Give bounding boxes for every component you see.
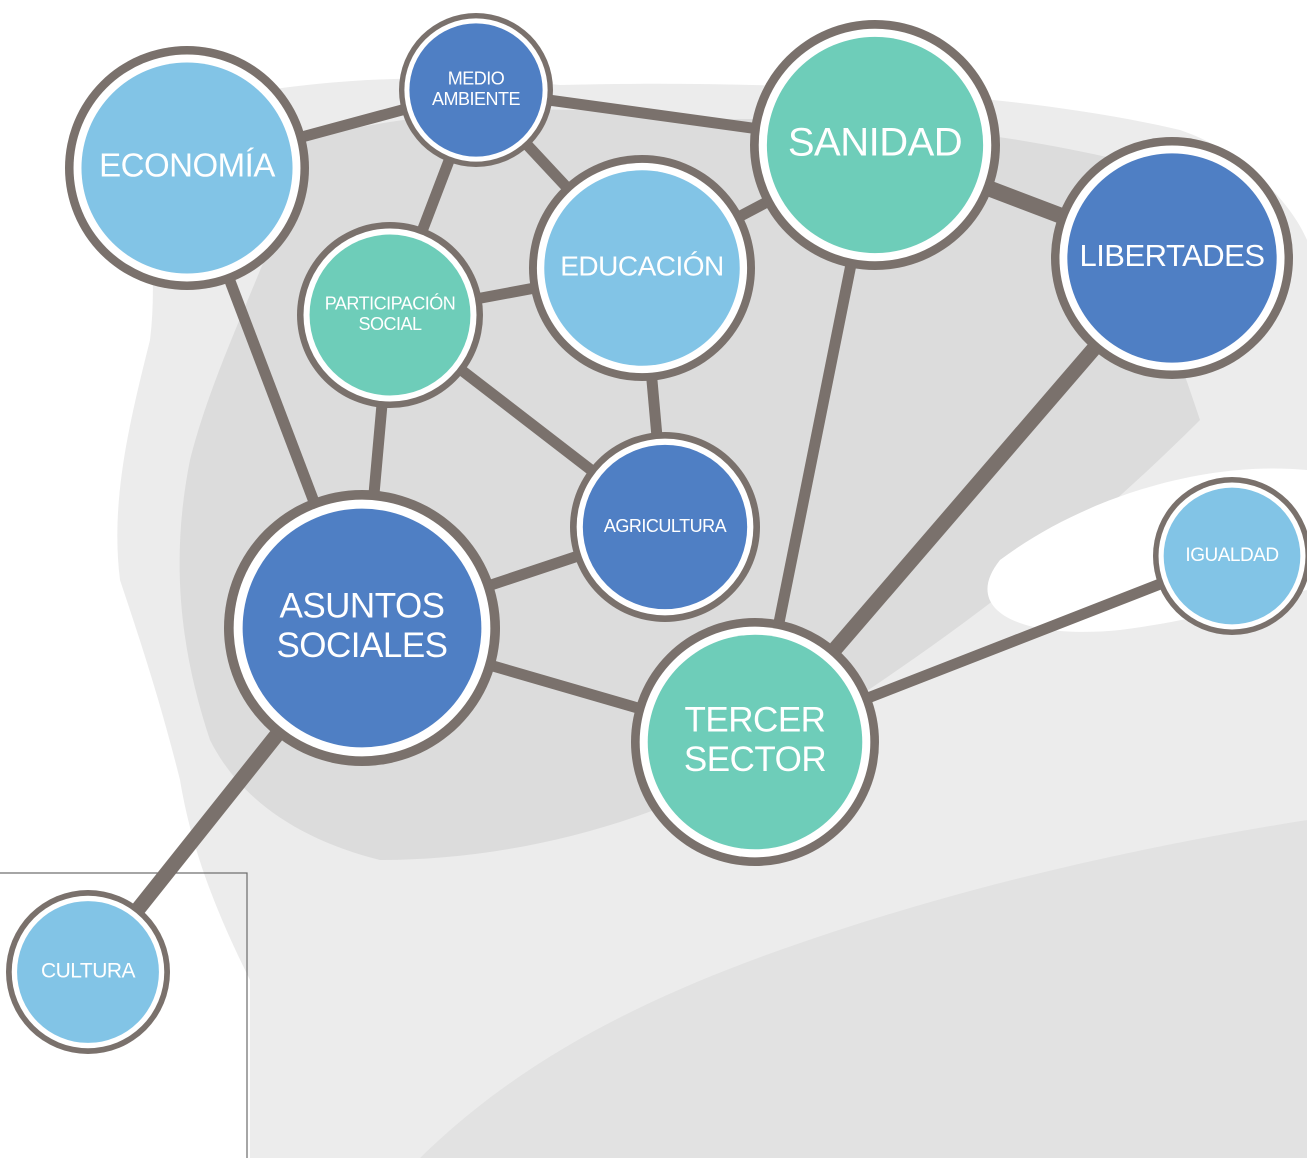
node-label: PARTICIPACIÓN [325,293,456,314]
node-agricultura: AGRICULTURA [570,432,760,622]
node-label: AGRICULTURA [604,516,727,536]
node-educacion: EDUCACIÓN [529,155,755,381]
node-disc [17,901,159,1043]
node-disc [766,36,984,254]
node-disc [81,62,293,274]
node-label: EDUCACIÓN [560,250,724,281]
map-southwest-shade [420,820,1307,1158]
node-economia: ECONOMÍA [65,46,309,290]
node-label: SECTOR [684,740,826,779]
node-disc [647,634,863,850]
node-disc [309,234,471,396]
node-sanidad: SANIDAD [750,20,1000,270]
node-libertades: LIBERTADES [1051,137,1293,379]
map-white-top-right [900,0,1307,160]
node-disc [582,444,748,610]
node-disc [409,23,543,157]
node-label: CULTURA [41,960,136,983]
node-igualdad: IGUALDAD [1153,477,1307,635]
node-label: ASUNTOS [279,587,444,626]
node-label: IGUALDAD [1185,545,1278,566]
node-label: ECONOMÍA [99,147,275,184]
node-label: SANIDAD [788,121,962,165]
node-label: AMBIENTE [432,89,521,109]
node-disc [242,508,482,748]
node-disc [1067,153,1277,363]
node-label: LIBERTADES [1079,238,1264,273]
node-label: SOCIALES [276,626,447,665]
node-label: TERCER [685,701,826,740]
node-label: SOCIAL [358,314,422,334]
node-cultura: CULTURA [6,890,170,1054]
node-label: MEDIO [448,69,505,89]
node-disc [1163,487,1301,625]
inset-frame [0,872,248,1158]
node-disc [544,170,740,366]
